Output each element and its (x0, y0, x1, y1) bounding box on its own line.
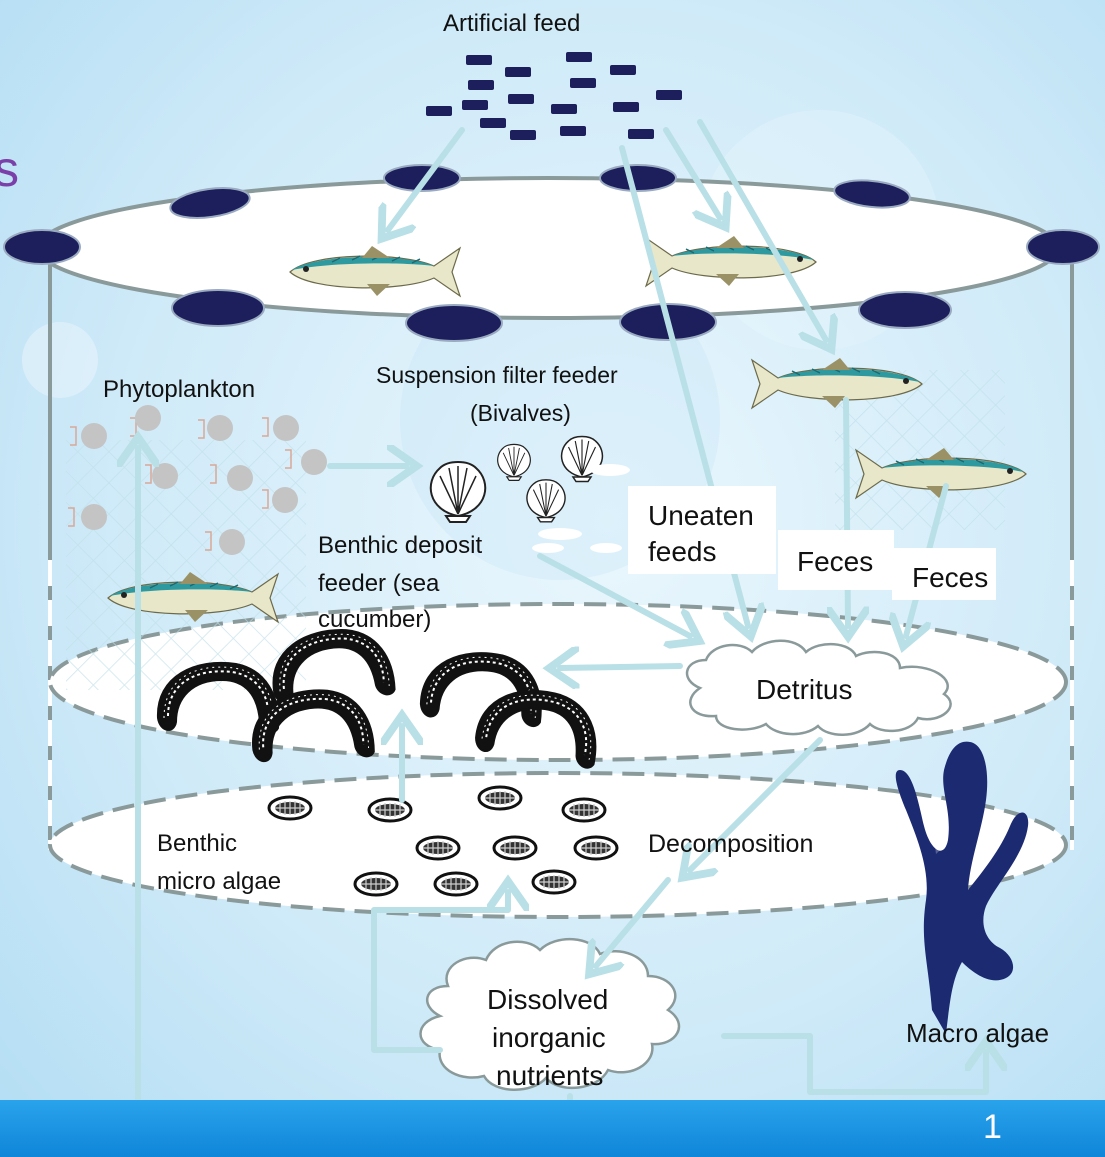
label-benthic-deposit-line2: feeder (sea (318, 570, 439, 598)
label-artificial-feed: Artificial feed (443, 10, 580, 38)
label-feces-2: Feces (912, 562, 988, 594)
label-macro-algae: Macro algae (906, 1018, 1049, 1049)
label-benthic-micro-line2: micro algae (157, 868, 281, 896)
label-benthic-deposit-line3: cucumber) (318, 606, 431, 634)
label-decomposition: Decomposition (648, 830, 813, 859)
label-dissolved-line1: Dissolved (487, 984, 608, 1016)
footer-bar (0, 1100, 1105, 1157)
label-suspension-filter-feeder: Suspension filter feeder (376, 362, 618, 389)
label-benthic-micro-line1: Benthic (157, 830, 237, 858)
label-uneaten: Uneaten (648, 500, 754, 532)
label-feeds: feeds (648, 536, 717, 568)
label-phytoplankton: Phytoplankton (103, 376, 255, 404)
label-feces-1: Feces (797, 546, 873, 578)
net-left (66, 440, 306, 690)
cropped-title-glyph: s (0, 140, 19, 198)
label-benthic-deposit-line1: Benthic deposit (318, 532, 482, 560)
label-bivalves: (Bivalves) (470, 400, 571, 427)
label-dissolved-line2: inorganic (492, 1022, 606, 1054)
label-dissolved-line3: nutrients (496, 1060, 603, 1092)
label-detritus: Detritus (756, 674, 852, 706)
slide-number: 1 (983, 1108, 1002, 1147)
